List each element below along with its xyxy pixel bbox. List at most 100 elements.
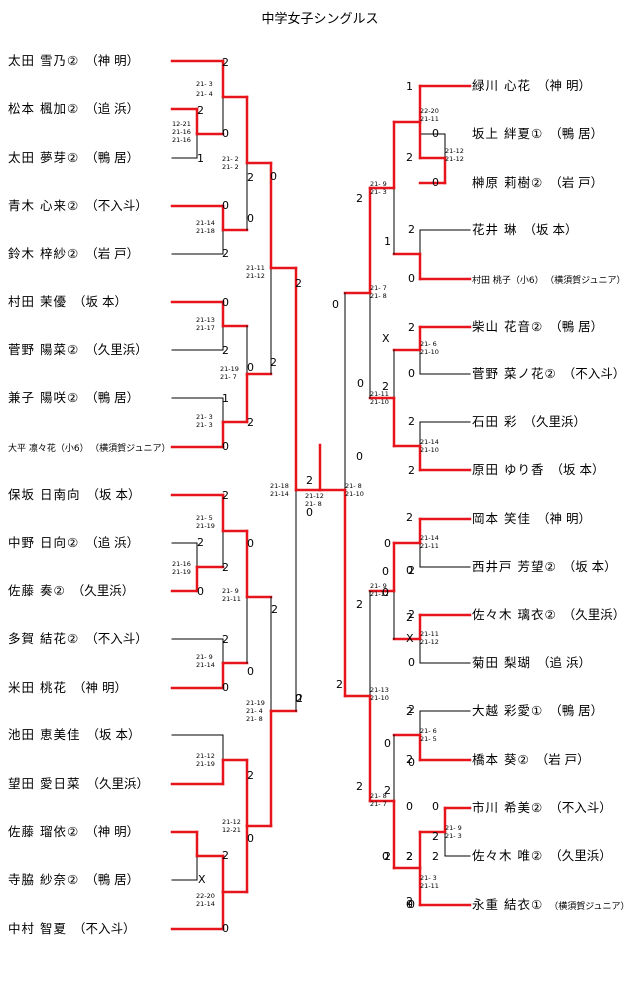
left-player-8: 兼子 陽咲②（鴨 居） — [8, 390, 139, 406]
match-score: 2 — [406, 850, 413, 863]
match-score: 0 — [247, 665, 254, 678]
match-score: 0 — [222, 296, 229, 309]
set-score: 21- 2 — [222, 155, 239, 163]
right-player-8: 石田 彩（久里浜） — [472, 414, 586, 430]
set-score: 21-14 — [270, 490, 289, 498]
player-club: （追 浜） — [536, 655, 591, 670]
left-player-19: 中村 智夏（不入斗） — [8, 921, 136, 937]
player-name: 村田 桃子（小6） — [472, 276, 544, 286]
player-club: （鴨 居） — [549, 703, 604, 718]
set-score: 21- 8 — [305, 500, 322, 508]
left-player-5: 鈴木 梓紗② （岩 戸） — [8, 246, 139, 262]
set-score: 21-12 — [222, 818, 241, 826]
player-name: 佐藤 瑠依② — [8, 824, 80, 839]
set-score: 21- 3 — [370, 188, 387, 196]
left-player-15: 池田 恵美佳（坂 本） — [8, 727, 140, 743]
match-score: 0 — [356, 450, 363, 463]
match-score: 2 — [222, 56, 229, 69]
right-player-4: 花井 琳（坂 本） — [472, 222, 577, 238]
player-club: （横須賀ジュニア） — [549, 276, 626, 286]
set-score: 21-12 — [246, 272, 265, 280]
match-score: 0 — [332, 298, 339, 311]
set-score: 21-11 — [222, 595, 241, 603]
set-score: 21- 9 — [222, 587, 239, 595]
player-name: 鈴木 梓紗② — [8, 246, 80, 261]
player-name: 菅野 陽菜② — [8, 342, 80, 357]
match-score: 0 — [408, 367, 415, 380]
match-score: 2 — [247, 769, 254, 782]
player-name: 市川 希美② — [472, 800, 544, 815]
match-score: 2 — [432, 850, 439, 863]
set-score: 21-18 — [270, 482, 289, 490]
set-score: 21- 9 — [445, 824, 462, 832]
set-score: 21-19 — [172, 568, 191, 576]
match-score: 0 — [408, 756, 415, 769]
player-name: 青木 心来② — [8, 198, 80, 213]
match-score: 0 — [222, 199, 229, 212]
right-player-9: 原田 ゆり香（坂 本） — [472, 462, 604, 478]
set-score: 21-12 — [370, 590, 389, 598]
set-score: 21-18 — [196, 227, 215, 235]
left-player-12: 佐藤 奏②（久里浜） — [8, 583, 134, 599]
player-name: 望田 愛日菜 — [8, 776, 81, 791]
match-score: 0 — [357, 377, 364, 390]
match-score: 2 — [408, 321, 415, 334]
player-name: 岡本 笑佳 — [472, 511, 531, 526]
player-club: （不入斗） — [85, 198, 148, 213]
match-score: 2 — [270, 356, 277, 369]
set-score: 21-14 — [196, 661, 215, 669]
match-score: 2 — [356, 598, 363, 611]
set-score: 21- 8 — [345, 482, 362, 490]
right-player-14: 大越 彩愛①（鴨 居） — [472, 703, 603, 719]
set-score: 21- 8 — [370, 292, 387, 300]
right-player-17: 佐々木 唯② （久里浜） — [472, 848, 612, 864]
right-player-13: 菊田 梨瑚（追 浜） — [472, 655, 591, 671]
set-score: 21- 5 — [196, 514, 213, 522]
set-score: 12-21 — [172, 120, 191, 128]
match-score: 0 — [406, 564, 413, 577]
set-score: 21- 9 — [370, 180, 387, 188]
player-name: 坂上 絆夏① — [472, 126, 544, 141]
player-club: （鴨 居） — [549, 319, 604, 334]
right-player-5: 村田 桃子（小6） （横須賀ジュニア） — [472, 271, 625, 289]
player-name: 多賀 結花② — [8, 631, 80, 646]
match-score: 0 — [295, 692, 302, 705]
player-name: 佐々木 璃衣② — [472, 607, 557, 622]
player-name: 太田 夢芽② — [8, 150, 80, 165]
match-score: 2 — [408, 608, 415, 621]
player-name: 佐々木 唯② — [472, 848, 544, 863]
set-score: 21-12 — [445, 155, 464, 163]
player-name: 大平 凛々花（小6） — [8, 444, 89, 454]
player-name: 柴山 花音② — [472, 319, 544, 334]
match-score: 2 — [408, 464, 415, 477]
player-club: （神 明） — [85, 53, 140, 68]
match-score: 0 — [306, 506, 313, 519]
match-score: 2 — [432, 830, 439, 843]
player-club: （不入斗） — [549, 800, 612, 815]
left-player-2: 松本 楓加②（追 浜） — [8, 101, 139, 117]
match-score: 2 — [222, 489, 229, 502]
match-score: 0 — [384, 537, 391, 550]
set-score: 21- 5 — [420, 735, 437, 743]
set-score: 21- 7 — [370, 800, 387, 808]
set-score: 21-12 — [305, 492, 324, 500]
match-score: 2 — [222, 344, 229, 357]
set-score: 21-14 — [420, 534, 439, 542]
match-score: 0 — [247, 212, 254, 225]
left-player-11: 中野 日向②（追 浜） — [8, 535, 139, 551]
player-club: （岩 戸） — [85, 246, 140, 261]
player-name: 石田 彩 — [472, 414, 518, 429]
set-score: 21-10 — [420, 446, 439, 454]
match-score: 0 — [222, 440, 229, 453]
match-score: 2 — [197, 104, 204, 117]
set-score: 22-20 — [420, 107, 439, 115]
match-score: 2 — [406, 511, 413, 524]
match-score: 2 — [406, 611, 413, 624]
match-score: 1 — [222, 392, 229, 405]
match-score: X — [198, 873, 206, 886]
player-name: 中村 智夏 — [8, 921, 67, 936]
player-club: （久里浜） — [549, 848, 612, 863]
right-player-10: 岡本 笑佳（神 明） — [472, 511, 591, 527]
match-score: 0 — [247, 537, 254, 550]
